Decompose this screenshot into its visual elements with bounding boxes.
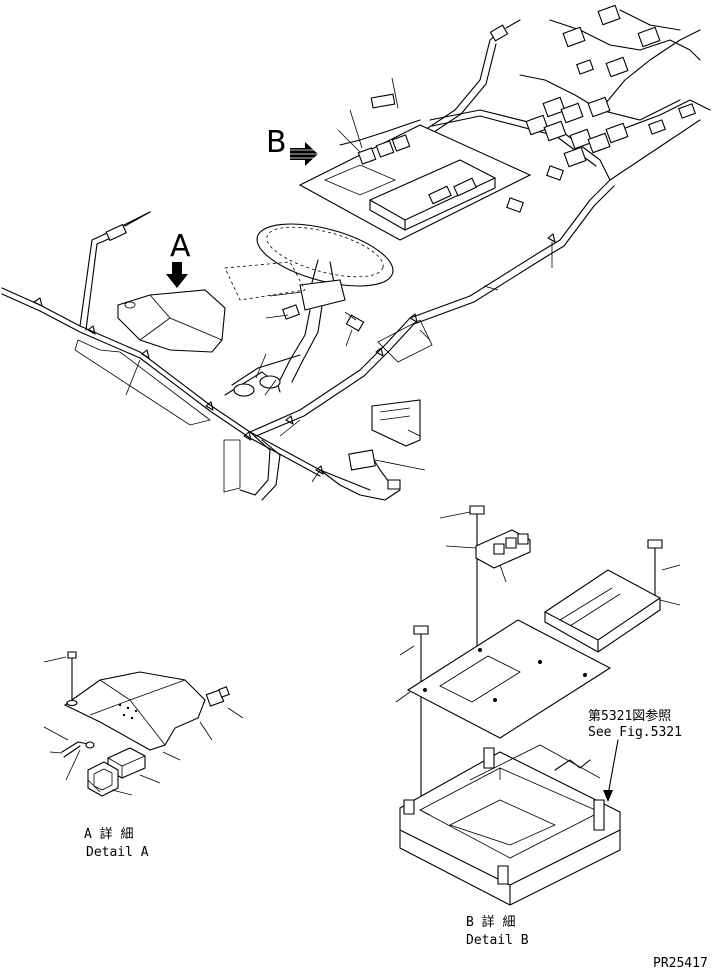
- harness-connector-left: [106, 212, 150, 240]
- detail-a-assembly: [44, 652, 243, 796]
- reference-note-en: See Fig.5321: [588, 725, 682, 740]
- view-a-letter: A: [170, 229, 191, 264]
- leader-lines-main: [126, 78, 552, 482]
- relay-cluster: [507, 5, 696, 212]
- view-a-arrow: [166, 262, 188, 288]
- view-b-arrow: [290, 142, 318, 166]
- main-wiring-harness: [2, 10, 710, 500]
- reference-note-jp: 第5321図参照: [588, 709, 672, 724]
- lower-right-bracket: [349, 400, 420, 489]
- cab-housing-a: [118, 290, 225, 352]
- harness-clips: [34, 234, 555, 474]
- lower-bracket: [225, 355, 300, 396]
- detail-a-title-jp: A 詳 細: [84, 827, 134, 842]
- harness-connector-top: [490, 20, 520, 41]
- steering-column: [225, 262, 364, 382]
- detail-b-title-jp: B 詳 細: [466, 915, 516, 930]
- clip-detail-plates: [75, 320, 432, 492]
- controller-plate-main: [300, 94, 530, 240]
- detail-b-title-en: Detail B: [466, 933, 529, 948]
- detail-a-title-en: Detail A: [86, 845, 149, 860]
- detail-b-assembly: [396, 506, 680, 905]
- drawing-number: PR25417: [653, 956, 708, 971]
- view-b-letter: B: [266, 125, 287, 160]
- detail-a-dotted-holes: [118, 703, 138, 720]
